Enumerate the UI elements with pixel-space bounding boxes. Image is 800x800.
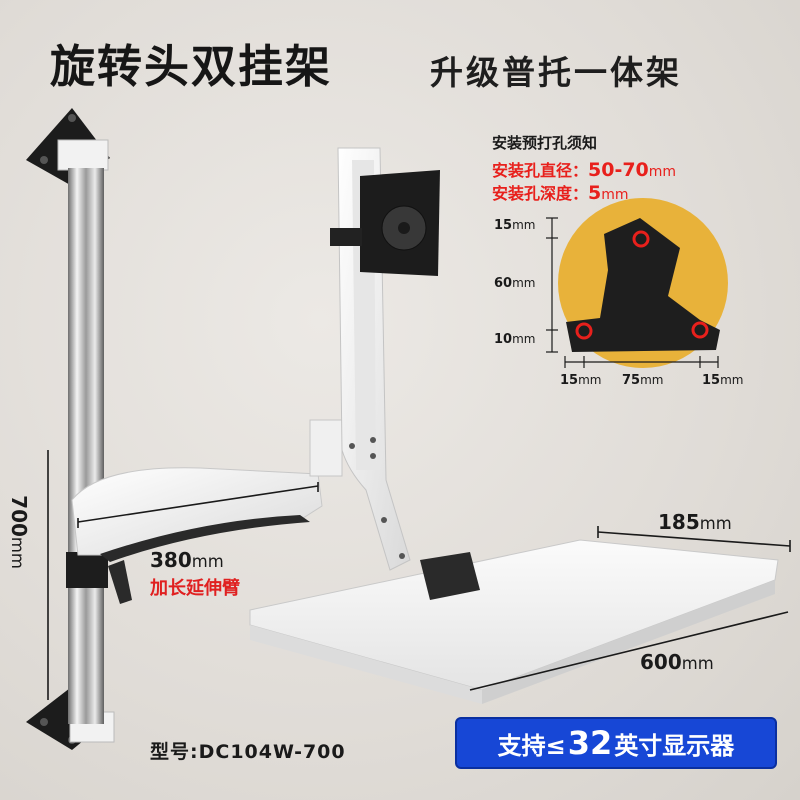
tray-depth-label: 185mm	[658, 510, 732, 534]
pole-height-label: 700mm	[6, 495, 31, 569]
bracket-dim-top: 15mm	[494, 218, 536, 233]
knob-icon	[108, 560, 132, 604]
detail-dimension-lines	[546, 217, 719, 368]
keyboard-tray-icon	[249, 539, 779, 704]
bracket-dim-left: 15mm	[560, 373, 602, 388]
bracket-dim-center: 75mm	[622, 373, 664, 388]
install-notice-title: 安装预打孔须知	[492, 134, 598, 152]
bracket-dim-right: 15mm	[702, 373, 744, 388]
vesa-plate-icon	[330, 170, 440, 276]
pole-icon	[68, 168, 104, 724]
bracket-dim-middle: 60mm	[494, 276, 536, 291]
dimension-lines	[47, 450, 791, 700]
arm-extension-note: 加长延伸臂	[150, 578, 240, 599]
install-detail-panel	[558, 198, 728, 368]
wall-plate-icon	[26, 108, 110, 186]
hole-depth-spec: 安装孔深度：5mm	[492, 182, 629, 204]
tray-width-label: 600mm	[640, 650, 714, 674]
product-title: 旋转头双挂架	[50, 40, 333, 93]
product-subtitle: 升级普托一体架	[430, 53, 682, 92]
bracket-dim-bottom: 10mm	[494, 332, 536, 347]
arm-length-label: 380mm	[150, 548, 224, 572]
model-number: 型号:DC104W-700	[150, 741, 346, 763]
hole-diameter-spec: 安装孔直径：50-70mm	[492, 159, 677, 181]
swivel-arm-icon	[71, 419, 343, 562]
